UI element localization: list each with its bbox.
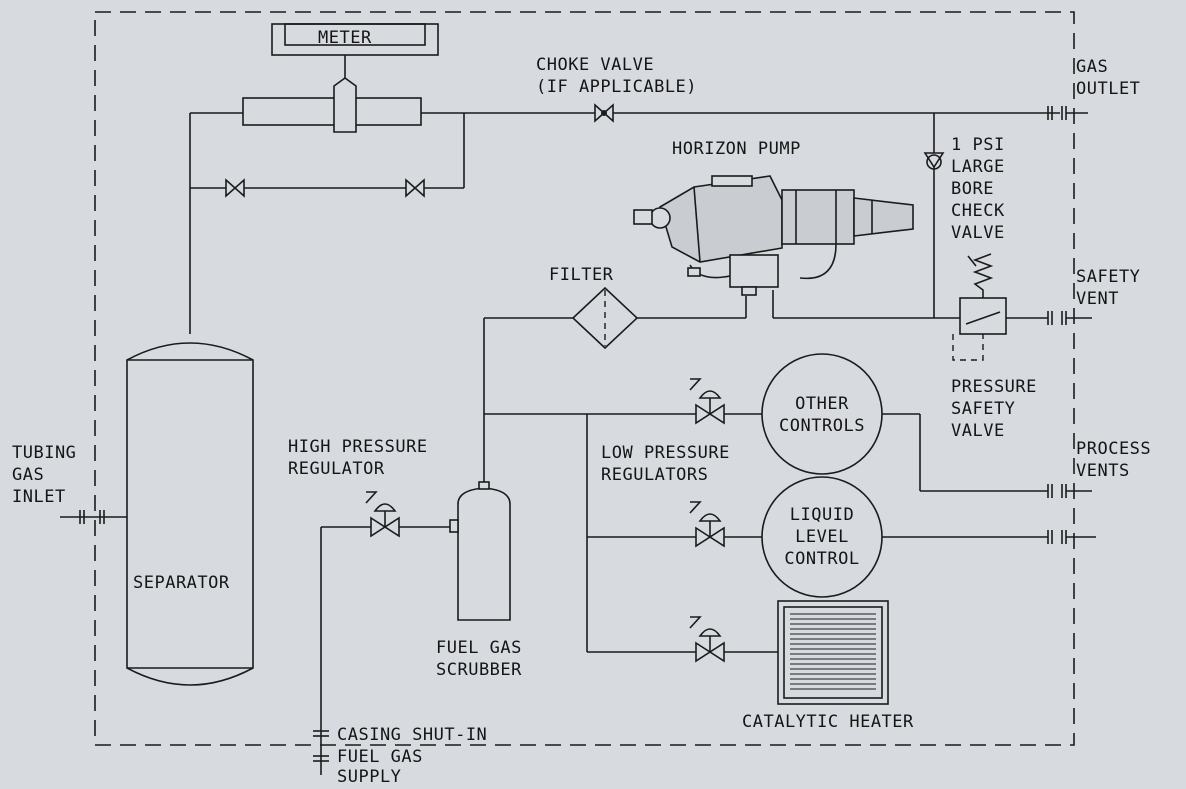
gas-outlet-label: GAS OUTLET bbox=[1076, 57, 1141, 99]
gas-outlet-flange bbox=[1047, 106, 1088, 120]
process-vents-label: PROCESS VENTS bbox=[1076, 439, 1152, 481]
low-pressure-regulator-3 bbox=[689, 616, 725, 663]
low-pressure-regulators-label: LOW PRESSURE REGULATORS bbox=[601, 443, 730, 485]
fuel-gas-scrubber-vessel bbox=[449, 481, 511, 621]
low-pressure-regulator-2 bbox=[689, 501, 725, 548]
choke-valve-label: CHOKE VALVE (IF APPLICABLE) bbox=[536, 55, 698, 97]
catalytic-heater-grille bbox=[724, 600, 889, 705]
meter-label: METER bbox=[318, 28, 372, 48]
meter-run bbox=[242, 23, 439, 133]
bypass-valve-left bbox=[225, 178, 245, 198]
pressure-safety-valve-symbol bbox=[952, 253, 1092, 361]
fuel-gas-scrubber-label: FUEL GAS SCRUBBER bbox=[436, 638, 522, 680]
separator-label: SEPARATOR bbox=[133, 573, 230, 593]
tubing-inlet-flange bbox=[60, 510, 127, 524]
low-pressure-regulator-1 bbox=[689, 378, 725, 425]
safety-vent-label: SAFETY VENT bbox=[1076, 267, 1141, 309]
liquid-level-control-circle bbox=[724, 476, 1096, 598]
pressure-safety-valve-label: PRESSURE SAFETY VALVE bbox=[951, 377, 1037, 441]
tubing-gas-inlet-label: TUBING GAS INLET bbox=[12, 443, 77, 507]
check-valve-line bbox=[772, 113, 960, 319]
low-pressure-header bbox=[484, 413, 696, 653]
other-controls-label: OTHER CONTROLS bbox=[779, 394, 865, 436]
casing-shut-in-label: CASING SHUT-IN bbox=[337, 725, 488, 745]
high-pressure-regulator-label: HIGH PRESSURE REGULATOR bbox=[288, 437, 428, 479]
separator-gas-line bbox=[189, 112, 1060, 334]
high-pressure-regulator-symbol bbox=[313, 491, 450, 775]
skid-boundary bbox=[94, 11, 1075, 746]
horizon-pump bbox=[633, 175, 914, 296]
fuel-gas-supply-label: FUEL GAS SUPPLY bbox=[337, 747, 423, 787]
filter-label: FILTER bbox=[549, 265, 614, 285]
bypass-valve-right bbox=[405, 178, 425, 198]
choke-valve-symbol bbox=[594, 103, 614, 123]
catalytic-heater-label: CATALYTIC HEATER bbox=[742, 712, 914, 732]
filter-symbol bbox=[483, 286, 747, 484]
liquid-level-control-label: LIQUID LEVEL CONTROL bbox=[784, 505, 860, 569]
separator-vessel bbox=[126, 342, 254, 686]
check-valve-label: 1 PSI LARGE BORE CHECK VALVE bbox=[951, 135, 1005, 243]
horizon-pump-label: HORIZON PUMP bbox=[672, 139, 801, 159]
other-controls-circle bbox=[724, 353, 1092, 498]
